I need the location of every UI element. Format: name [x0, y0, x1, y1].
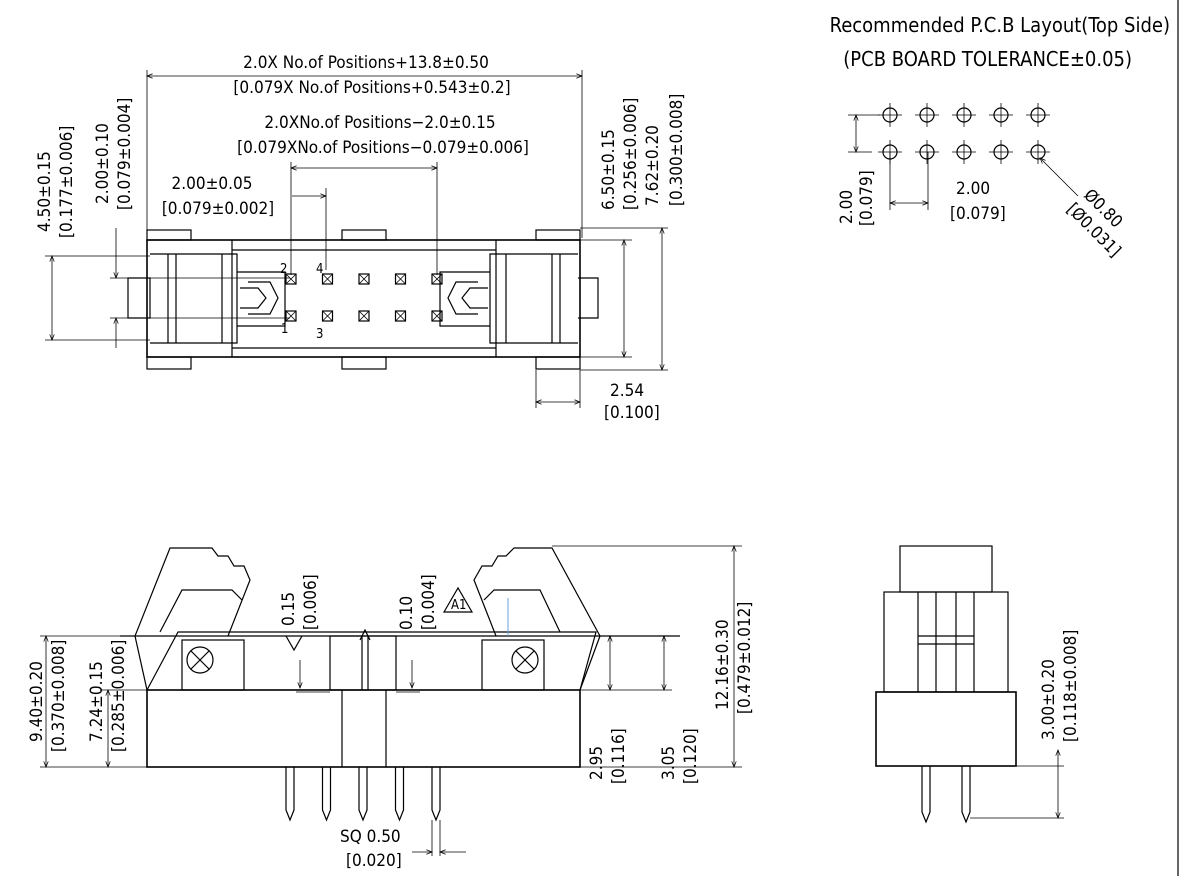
dim-295-in: [0.116]: [609, 728, 629, 784]
pcb-hole: [1026, 140, 1050, 164]
left-height-1-mm: 4.50±0.15: [35, 151, 55, 232]
left-height-2-in: [0.079±0.004]: [115, 98, 135, 210]
overall-length-mm: 2.0X No.of Positions+13.8±0.50: [243, 53, 489, 73]
pin-label-4: 4: [316, 262, 323, 277]
pcb-hole: [878, 103, 902, 127]
pcb-hole: [915, 140, 939, 164]
side-pin-length-in: [0.118±0.008]: [1061, 630, 1081, 742]
top-pin: [431, 273, 443, 285]
top-pin: [321, 273, 334, 285]
front-view: 9.40±0.20 [0.370±0.008] 7.24±0.15 [0.285…: [27, 546, 755, 871]
side-pin-length-mm: 3.00±0.20: [1039, 659, 1059, 740]
top-pitch-mm: 2.00±0.05: [172, 174, 253, 194]
pin-label-1: 1: [281, 322, 288, 337]
pcb-col-pitch-mm: 2.00: [956, 179, 990, 199]
top-pin: [358, 273, 370, 285]
dim-305-mm: 3.05: [659, 746, 679, 780]
revision-mark: A1: [451, 598, 466, 613]
pin-span-mm: 2.0XNo.of Positions−2.0±0.15: [264, 113, 495, 133]
top-pin: [394, 310, 407, 322]
pcb-hole: [952, 103, 976, 127]
pcb-layout-title: Recommended P.C.B Layout(Top Side): [830, 13, 1170, 37]
right-height-1-mm: 6.50±0.15: [599, 129, 619, 210]
left-height-1-in: [0.177±0.006]: [57, 126, 77, 238]
offset-mm: 2.54: [610, 381, 644, 401]
top-pin: [431, 310, 443, 322]
front-body-height-in: [0.285±0.006]: [109, 640, 129, 752]
latch-height-in: [0.479±0.012]: [735, 602, 755, 714]
dim-295-mm: 2.95: [587, 746, 607, 780]
top-view: 2.0X No.of Positions+13.8±0.50 [0.079X N…: [35, 53, 687, 423]
front-body-height-mm: 7.24±0.15: [87, 661, 107, 742]
pin-span-in: [0.079XNo.of Positions−0.079±0.006]: [237, 138, 529, 158]
top-pin: [285, 310, 297, 322]
pcb-col-pitch-in: [0.079]: [950, 204, 1006, 224]
side-view: 3.00±0.20 [0.118±0.008]: [875, 545, 1081, 824]
top-pin: [394, 273, 407, 285]
front-height-total-in: [0.370±0.008]: [49, 640, 69, 752]
overall-length-in: [0.079X No.of Positions+0.543±0.2]: [233, 78, 510, 98]
top-pin: [285, 273, 297, 285]
front-height-total-mm: 9.40±0.20: [27, 661, 47, 742]
right-height-1-in: [0.256±0.006]: [621, 98, 641, 210]
front-pin: [358, 767, 368, 822]
latch-height-mm: 12.16±0.30: [713, 619, 733, 710]
offset-in: [0.100]: [604, 403, 660, 423]
right-height-2-mm: 7.62±0.20: [643, 125, 663, 206]
pcb-layout-view: Recommended P.C.B Layout(Top Side) (PCB …: [830, 13, 1170, 261]
pcb-hole: [952, 140, 976, 164]
pcb-hole: [989, 140, 1013, 164]
pcb-hole: [989, 103, 1013, 127]
right-height-2-in: [0.300±0.008]: [667, 94, 687, 206]
front-pin: [394, 767, 405, 822]
front-pin: [321, 767, 332, 822]
front-pin: [285, 767, 295, 822]
top-pin: [321, 310, 334, 322]
pcb-hole: [1026, 103, 1050, 127]
gap-1-mm: 0.15: [279, 592, 299, 626]
pin-label-3: 3: [316, 327, 323, 342]
dim-305-in: [0.120]: [681, 728, 701, 784]
top-pitch-in: [0.079±0.002]: [162, 199, 274, 219]
left-height-2-mm: 2.00±0.10: [93, 123, 113, 204]
pin-square-mm: SQ 0.50: [340, 827, 401, 847]
gap-2-in: [0.004]: [419, 574, 439, 630]
pcb-row-pitch-in: [0.079]: [857, 170, 877, 226]
pin-label-2: 2: [280, 262, 287, 277]
pcb-tolerance-note: (PCB BOARD TOLERANCE±0.05): [843, 47, 1132, 71]
top-view-pins: [285, 273, 443, 322]
front-view-pins: [285, 767, 441, 822]
pcb-hole: [915, 103, 939, 127]
pcb-row-pitch-mm: 2.00: [837, 190, 857, 224]
top-pin: [358, 310, 370, 322]
front-pin: [431, 767, 441, 822]
pcb-hole-grid: [878, 103, 1050, 164]
gap-1-in: [0.006]: [301, 574, 321, 630]
pin-square-in: [0.020]: [346, 851, 402, 871]
gap-2-mm: 0.10: [397, 596, 417, 630]
